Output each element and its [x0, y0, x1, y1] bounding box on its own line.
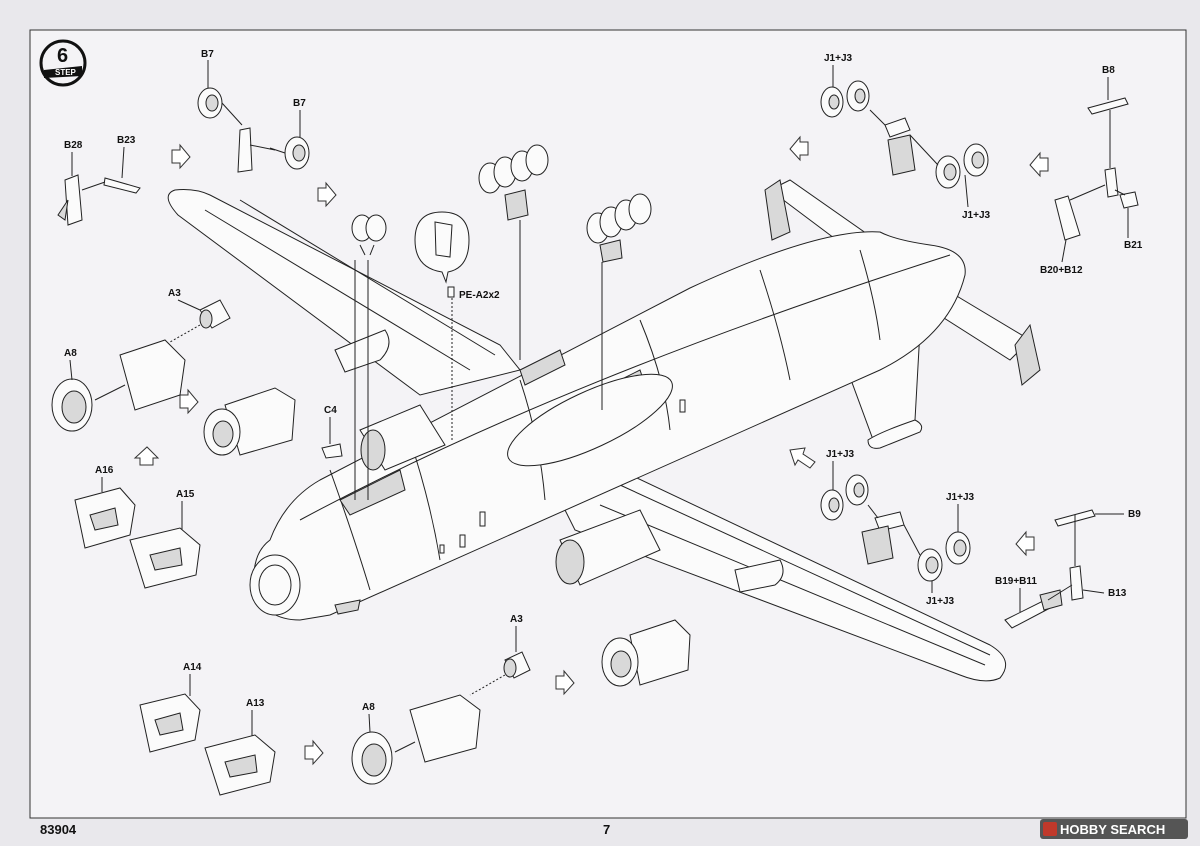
part-b28-b23 [57, 174, 141, 226]
part-a8-engine-left [51, 339, 186, 432]
arrow-right-icon [179, 388, 199, 415]
label-a8-bottom: A8 [362, 702, 375, 713]
part-c4 [321, 443, 343, 459]
label-j1j3-mid-bottom: J1+J3 [926, 596, 955, 607]
pe-callout [414, 211, 470, 298]
label-b19b11: B19+B11 [995, 576, 1037, 587]
arrow-right-icon [317, 181, 337, 208]
label-a3-left: A3 [168, 288, 181, 299]
arrow-right-icon [555, 669, 575, 696]
label-a13: A13 [246, 698, 265, 709]
main-gear-assembly-mid [820, 474, 971, 582]
main-gear-left [478, 144, 549, 360]
label-b7-right: B7 [293, 98, 306, 109]
hobbysearch-watermark: HOBBY SEARCH [1040, 819, 1188, 839]
aircraft [167, 179, 1041, 682]
mounted-nacelle-left [359, 404, 446, 471]
part-a3-left [199, 299, 231, 329]
label-a3-bottom: A3 [510, 614, 523, 625]
label-b21: B21 [1124, 240, 1143, 251]
arrow-right-icon [171, 143, 191, 170]
fuselage-fairing [507, 373, 673, 467]
mounted-nacelle-right [555, 509, 661, 586]
page-number: 7 [603, 822, 610, 837]
main-gear-assembly-top [820, 80, 989, 189]
nose-gear-strut [351, 214, 387, 500]
engine-nacelle-right-2 [601, 619, 691, 687]
part-a16-a15 [74, 487, 201, 589]
part-b7-assembly [197, 87, 310, 173]
label-a14: A14 [183, 662, 202, 673]
arrow-right-icon [304, 739, 324, 766]
engine-nacelle-left-2 [203, 387, 296, 456]
label-j1j3-mid-right: J1+J3 [946, 492, 975, 503]
arrow-left-icon [1015, 530, 1035, 557]
arrow-up-icon [133, 446, 160, 466]
part-a8-engine-bottom [351, 694, 481, 785]
step-label: STEP [55, 68, 77, 77]
label-j1j3-top: J1+J3 [824, 53, 853, 64]
label-a16: A16 [95, 465, 114, 476]
arrow-left-icon [789, 135, 809, 162]
label-a8-left: A8 [64, 348, 77, 359]
label-b8: B8 [1102, 65, 1115, 76]
left-tail-fin [764, 179, 791, 241]
label-pe: PE-A2x2 [459, 290, 500, 301]
product-code: 83904 [40, 822, 77, 837]
part-a3-bottom [503, 651, 531, 679]
part-b9-b13 [1004, 509, 1096, 629]
label-b28: B28 [64, 140, 83, 151]
arrow-down-left-icon [789, 447, 816, 469]
label-a15: A15 [176, 489, 195, 500]
label-b7-top: B7 [201, 49, 214, 60]
label-b13: B13 [1108, 588, 1127, 599]
label-c4: C4 [324, 405, 337, 416]
step-badge: STEP 6 [39, 39, 87, 87]
label-j1j3-top-bottom: J1+J3 [962, 210, 991, 221]
fuselage-windows [439, 399, 686, 554]
label-b20b12: B20+B12 [1040, 265, 1083, 276]
part-b8-b21 [1054, 97, 1139, 241]
label-j1j3-mid: J1+J3 [826, 449, 855, 460]
label-b23: B23 [117, 135, 136, 146]
label-b9: B9 [1128, 509, 1141, 520]
step-number: 6 [57, 45, 68, 67]
arrow-left-icon [1029, 151, 1049, 178]
part-a14-a13 [139, 693, 276, 796]
main-gear-right [586, 193, 652, 410]
nose-radome [249, 554, 301, 616]
right-tail-fin [1014, 323, 1041, 386]
watermark-text: HOBBY SEARCH [1060, 822, 1165, 837]
